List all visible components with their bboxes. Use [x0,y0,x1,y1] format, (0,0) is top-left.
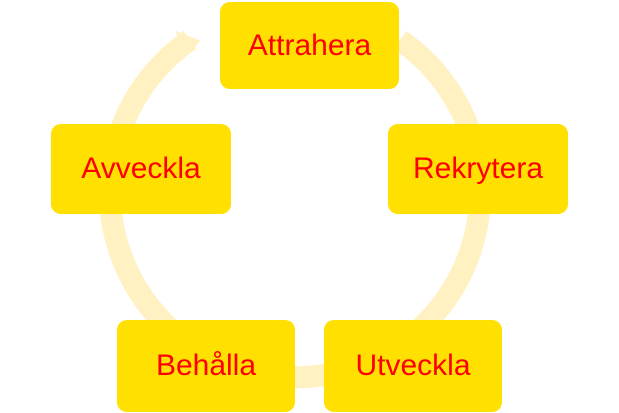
node-label-utveckla: Utveckla [355,349,471,382]
node-label-attrahera: Attrahera [247,28,372,62]
cycle-node-rekrytera: Rekrytera [388,124,568,214]
cycle-node-utveckla: Utveckla [324,320,502,412]
node-label-rekrytera: Rekrytera [412,152,544,185]
cycle-node-behalla: Behålla [117,320,295,412]
node-label-behalla: Behålla [155,349,257,382]
node-label-avveckla: Avveckla [81,152,201,185]
cycle-node-attrahera: Attrahera [220,2,399,89]
cycle-node-avveckla: Avveckla [51,124,231,214]
cycle-arrowhead [176,31,201,60]
